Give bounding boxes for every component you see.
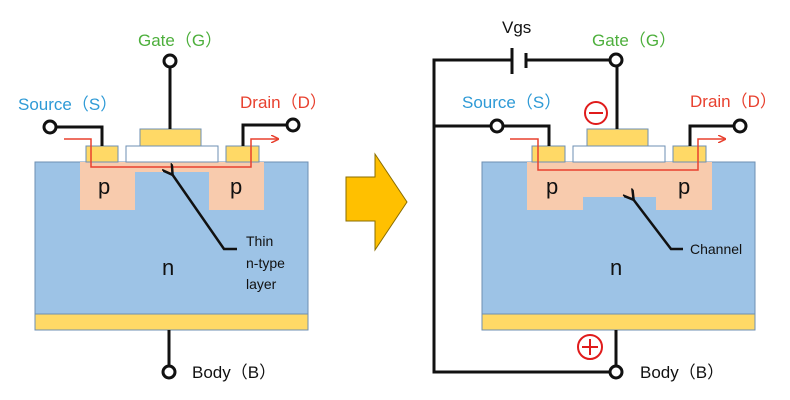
current-path — [510, 139, 725, 171]
annotation-line-2: n-type — [246, 255, 285, 271]
right-mosfet: Vgs Gate（G） Source（S） Drain（D） Body（B） p… — [432, 18, 777, 382]
plus-charge-icon — [577, 334, 603, 360]
source-lead — [503, 124, 551, 146]
channel-label: Channel — [690, 241, 742, 257]
n-label: n — [162, 255, 174, 280]
outer-loop-wire — [432, 58, 610, 374]
body-terminal — [608, 364, 624, 380]
gate-oxide — [572, 145, 666, 163]
gate-metal — [139, 128, 202, 147]
left-mosfet: Gate（G） Source（S） Drain（D） Body（B） p p n… — [18, 31, 327, 382]
right-arrow-icon — [345, 152, 408, 252]
gate-label: Gate（G） — [138, 31, 222, 50]
p-channel — [583, 162, 656, 197]
body-contact — [34, 313, 309, 331]
gate-terminal — [162, 53, 178, 69]
source-terminal — [489, 118, 505, 134]
gate-terminal — [608, 52, 624, 68]
drain-label: Drain（D） — [240, 93, 327, 112]
body-contact — [481, 313, 756, 331]
annotation-line-1: Thin — [246, 233, 273, 249]
drain-wire — [688, 124, 734, 146]
drain-label: Drain（D） — [690, 92, 777, 111]
n-label: n — [610, 255, 622, 280]
annotation-arrow — [172, 174, 237, 251]
gate-metal — [586, 128, 649, 147]
annotation-line-3: layer — [246, 276, 277, 292]
source-label: Source（S） — [462, 93, 561, 112]
source-wire — [56, 125, 104, 146]
minus-charge-icon — [584, 101, 608, 125]
p-region-right — [209, 162, 264, 210]
p-left-label: p — [546, 174, 558, 199]
source-label: Source（S） — [18, 95, 117, 114]
drain-contact — [225, 145, 260, 163]
drain-wire — [241, 123, 287, 146]
body-label: Body（B） — [192, 363, 276, 382]
gate-oxide — [125, 145, 219, 163]
body-terminal — [161, 364, 177, 380]
body-label: Body（B） — [640, 363, 724, 382]
source-terminal — [42, 119, 58, 135]
drain-terminal — [732, 118, 748, 134]
annotation-arrow — [633, 199, 683, 251]
p-region-left — [80, 162, 135, 210]
p-left-label: p — [98, 174, 110, 199]
p-right-label: p — [230, 174, 242, 199]
drain-terminal — [285, 117, 301, 133]
source-contact — [531, 145, 566, 163]
gate-label: Gate（G） — [592, 31, 676, 50]
p-right-label: p — [678, 174, 690, 199]
vgs-label: Vgs — [502, 18, 531, 37]
drain-contact — [672, 145, 707, 163]
